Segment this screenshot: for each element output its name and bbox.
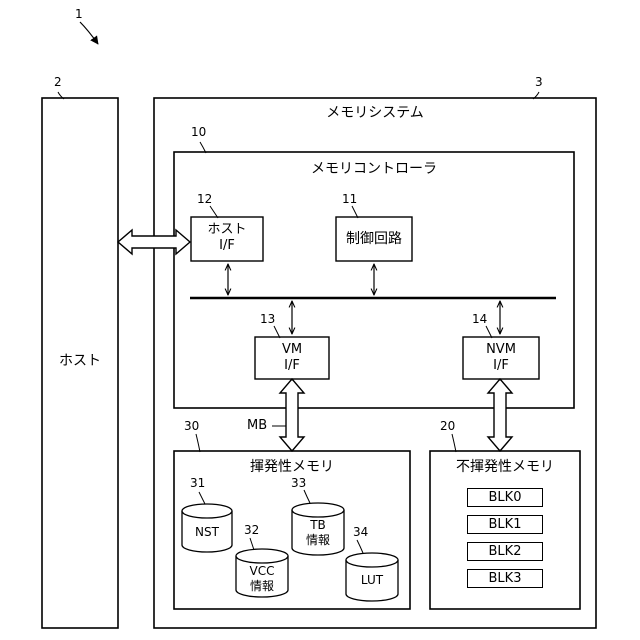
nvm-if-ref-number: 14 <box>472 313 487 325</box>
tb-info-label-line2: 情報 <box>306 533 330 548</box>
nvm-if-label-line1: NVM <box>486 342 516 358</box>
block-1: BLK1 <box>467 515 543 534</box>
nonvolatile-memory-ref-leader <box>452 434 456 452</box>
vcc-info-label-line2: 情報 <box>250 579 275 594</box>
vcc-info-ref-number: 32 <box>244 524 259 536</box>
host-ref-number: 2 <box>54 76 62 88</box>
host-if-label-line2: I/F <box>207 238 246 254</box>
host-if-ref-leader <box>210 206 218 218</box>
memory-system-label: メモリシステム <box>326 106 424 120</box>
memory-system-ref-number: 3 <box>535 76 543 88</box>
nvm-if-label: NVM I/F <box>486 342 516 374</box>
vcc-info-label-line1: VCC <box>250 564 275 579</box>
lut-label: LUT <box>361 574 383 586</box>
figure-ref-leader <box>80 22 98 44</box>
vm-if-label: VM I/F <box>282 342 302 374</box>
memory-controller-label: メモリコントローラ <box>311 162 437 176</box>
block-0: BLK0 <box>467 488 543 507</box>
nst-label: NST <box>195 526 219 538</box>
nst-ref-number: 31 <box>190 477 205 489</box>
nonvolatile-memory-ref-number: 20 <box>440 420 455 432</box>
vm-if-label-line2: I/F <box>282 358 302 374</box>
vm-if-ref-number: 13 <box>260 313 275 325</box>
nvm-link-arrow <box>488 379 512 451</box>
memory-bus-label: MB <box>247 419 267 432</box>
memory-bus-arrow <box>280 379 304 451</box>
nonvolatile-memory-label: 不揮発性メモリ <box>456 460 554 474</box>
block-3: BLK3 <box>467 569 543 588</box>
tb-info-label: TB 情報 <box>306 518 330 548</box>
vm-if-ref-leader <box>274 326 280 338</box>
nvm-if-ref-leader <box>486 326 492 338</box>
tb-info-label-line1: TB <box>306 518 330 533</box>
nst-ref-leader <box>199 492 205 504</box>
vm-if-label-line1: VM <box>282 342 302 358</box>
vcc-info-label: VCC 情報 <box>250 564 275 594</box>
host-if-label-line1: ホスト <box>207 222 246 238</box>
host-if-label: ホスト I/F <box>207 222 246 254</box>
memory-controller-ref-number: 10 <box>191 126 206 138</box>
tb-info-ref-number: 33 <box>291 477 306 489</box>
host-if-ref-number: 12 <box>197 193 212 205</box>
volatile-memory-ref-number: 30 <box>184 420 199 432</box>
nvm-if-label-line2: I/F <box>486 358 516 374</box>
vcc-info-ref-leader <box>250 538 254 550</box>
volatile-memory-label: 揮発性メモリ <box>250 460 334 474</box>
tb-info-ref-leader <box>304 490 310 503</box>
host-label: ホスト <box>59 354 101 368</box>
figure-ref-number: 1 <box>75 8 83 20</box>
lut-ref-number: 34 <box>353 526 368 538</box>
control-circuit-ref-number: 11 <box>342 193 357 205</box>
volatile-memory-ref-leader <box>196 434 200 452</box>
control-circuit-ref-leader <box>352 206 358 218</box>
block-2: BLK2 <box>467 542 543 561</box>
control-circuit-label: 制御回路 <box>346 232 402 246</box>
lut-ref-leader <box>357 540 363 553</box>
